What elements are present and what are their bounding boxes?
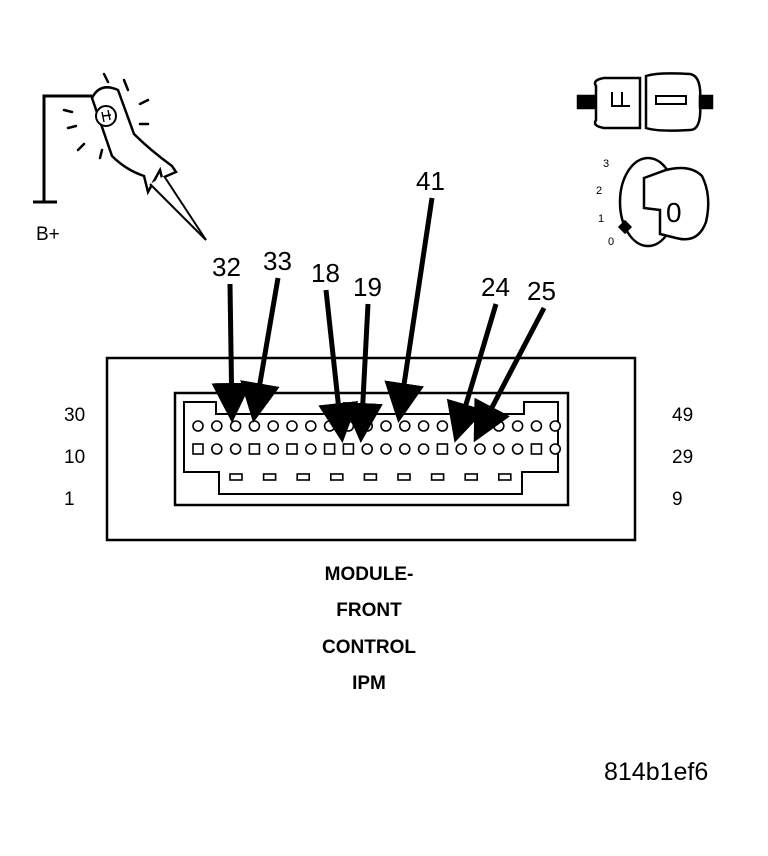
- connector-pin: [323, 443, 336, 455]
- connector-pin: [304, 420, 317, 432]
- ignition-position-2: 2: [596, 185, 602, 197]
- callout-arrow-33: [240, 277, 281, 423]
- connector-pin: [192, 420, 204, 432]
- ignition-key-position: 0: [666, 197, 682, 228]
- connector-pin: [474, 443, 486, 455]
- connector-pin-slot: [397, 473, 411, 481]
- connector-pin: [267, 443, 280, 455]
- connector-pin-slot: [363, 473, 378, 481]
- connector-pin: [211, 420, 223, 432]
- connector-pin-slot: [262, 473, 277, 481]
- connector-pin: [511, 420, 524, 432]
- connector-pin: [492, 420, 505, 432]
- connector-pin: [417, 420, 430, 432]
- callout-label-19: 19: [353, 272, 382, 302]
- module-title-line-2: FRONT: [336, 600, 402, 621]
- callout-arrows: [211, 197, 547, 443]
- row-label-right-29: 29: [672, 447, 693, 468]
- connector-pin: [530, 443, 543, 455]
- row-label-left-1: 1: [64, 489, 75, 510]
- connector-pin-slot: [464, 473, 479, 481]
- row-label-left-10: 10: [64, 447, 85, 468]
- connector-pin: [380, 443, 392, 455]
- ignition-indicator: [617, 219, 633, 235]
- callout-label-25: 25: [527, 276, 556, 306]
- connector-pin-slot: [430, 473, 445, 481]
- ground-wire: [42, 94, 92, 202]
- callout-arrow-18: [318, 289, 359, 443]
- connector-pin: [342, 443, 355, 455]
- module-title-line-4: IPM: [352, 673, 386, 694]
- ignition-position-3: 3: [603, 158, 609, 170]
- connector-pin: [286, 420, 298, 432]
- callout-label-32: 32: [212, 252, 241, 282]
- connector-pin-slot: [296, 473, 311, 481]
- connector-pin: [192, 443, 204, 455]
- figure-id: 814b1ef6: [604, 758, 708, 786]
- connector-pin: [229, 420, 242, 432]
- row-label-right-9: 9: [672, 489, 683, 510]
- connector-pin: [530, 420, 543, 432]
- connector-pin: [380, 420, 392, 432]
- module-connector: [105, 356, 637, 542]
- connector-pin: [436, 420, 449, 432]
- pin-row-bottom: [229, 473, 512, 481]
- connector-pin-slot: [329, 473, 344, 481]
- connector-pin: [323, 420, 336, 432]
- connector-pin: [267, 420, 280, 432]
- callout-label-33: 33: [263, 246, 292, 276]
- connector-pin: [398, 443, 411, 455]
- connector-pin: [361, 443, 374, 455]
- connector-pin: [304, 443, 317, 455]
- callout-label-41: 41: [416, 166, 445, 196]
- connector-pin-slot: [497, 473, 512, 481]
- connector-pin: [436, 443, 449, 455]
- ignition-position-0: 0: [608, 236, 614, 248]
- connector-pin: [398, 420, 411, 432]
- connector-pin: [511, 443, 524, 455]
- callout-arrow-41: [384, 197, 435, 423]
- connector-pin: [549, 443, 562, 455]
- module-title-line-3: CONTROL: [322, 637, 416, 658]
- ground-label: B+: [36, 224, 60, 245]
- test-light-body: [90, 86, 178, 196]
- callout-arrow-25: [473, 306, 547, 443]
- light-rays-icon: [62, 72, 150, 160]
- ignition-position-1: 1: [598, 213, 604, 225]
- connector-pin: [211, 443, 223, 455]
- connector-disconnected-icon: [576, 72, 714, 132]
- pin-row-middle: [192, 443, 562, 455]
- test-light-probe: B+: [33, 72, 207, 245]
- module-title-line-1: MODULE-: [325, 564, 414, 585]
- connector-pin: [286, 443, 298, 455]
- callout-arrow-32: [211, 283, 252, 423]
- connector-pin: [248, 443, 261, 455]
- ignition-switch-icon: 0 3 2 1 0: [596, 156, 710, 248]
- connector-pin: [492, 443, 505, 455]
- connector-pin: [248, 420, 261, 432]
- connector-pin: [549, 420, 562, 432]
- connector-pin: [229, 443, 242, 455]
- probe-tip: [149, 175, 207, 241]
- connector-pin: [455, 443, 468, 455]
- connector-pin: [417, 443, 430, 455]
- callout-arrow-19: [342, 303, 383, 443]
- callout-label-24: 24: [481, 272, 510, 302]
- connector-pin: [342, 420, 355, 432]
- row-label-left-30: 30: [64, 405, 85, 426]
- callout-label-18: 18: [311, 258, 340, 288]
- callout-arrow-24: [446, 303, 499, 443]
- ignition-key: [642, 166, 710, 241]
- connector-pin-slot: [229, 473, 243, 481]
- row-label-right-49: 49: [672, 405, 693, 426]
